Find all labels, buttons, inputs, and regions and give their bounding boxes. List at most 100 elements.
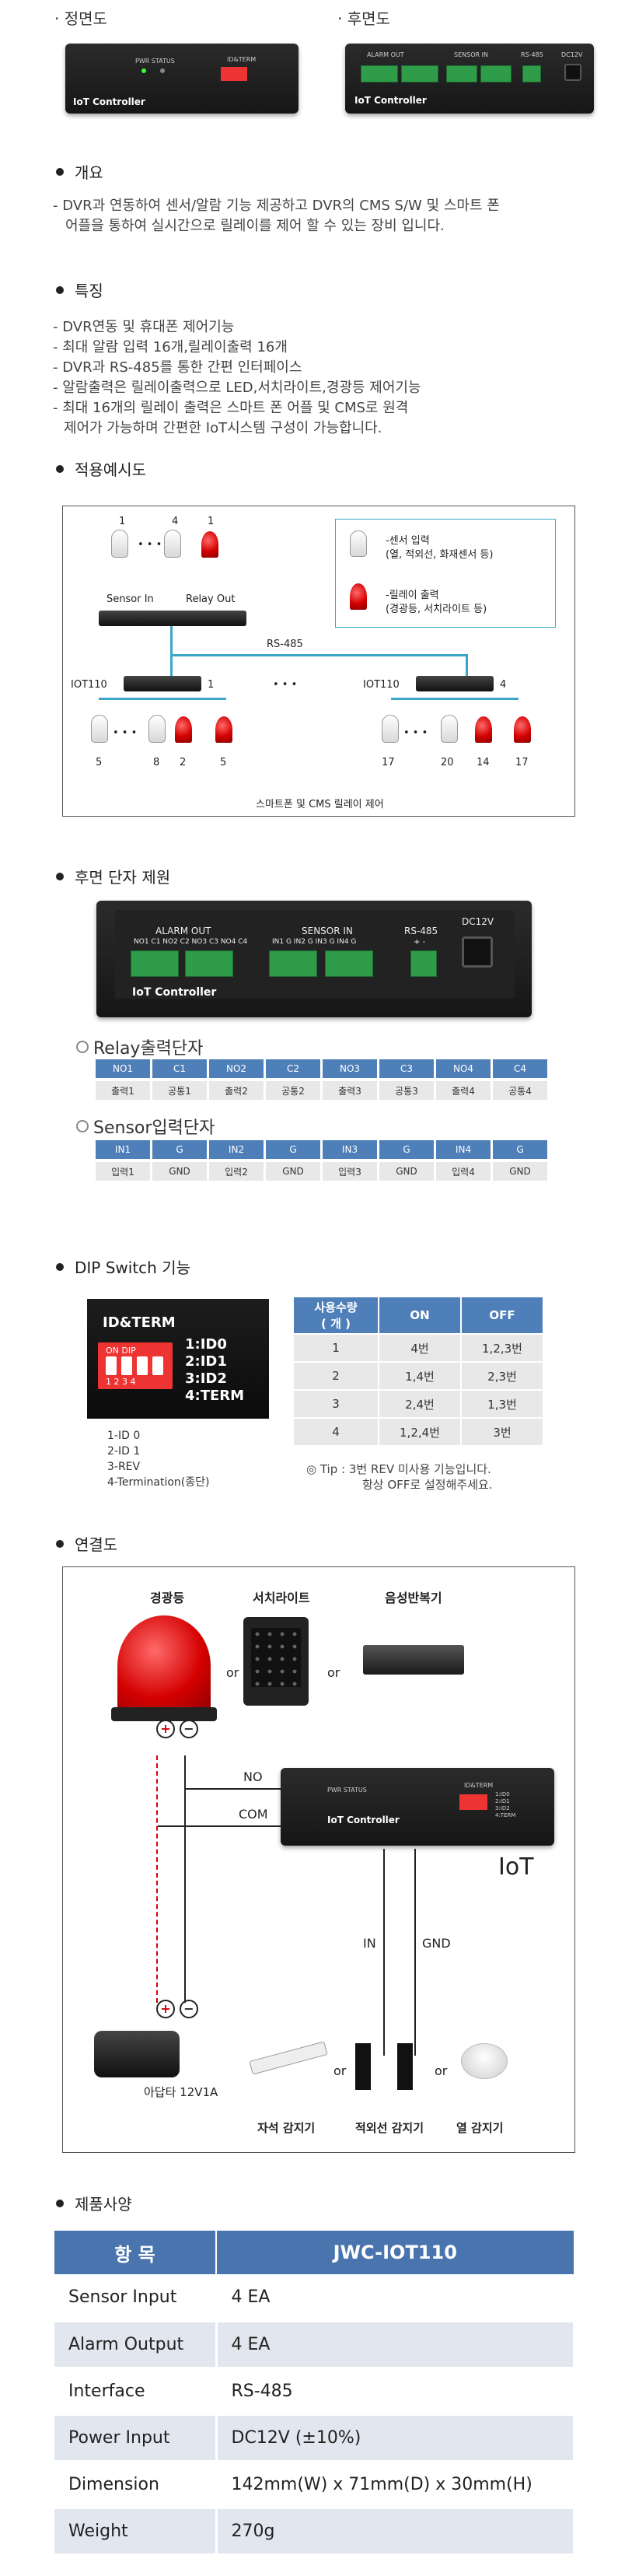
sensor-terminal-table: IN1 G IN2 G IN3 G IN4 G 입력1 GND 입력2 GND … bbox=[93, 1137, 550, 1184]
spec-label: Alarm Output bbox=[54, 2321, 218, 2369]
bullet-icon bbox=[56, 872, 64, 880]
siren-icon bbox=[201, 531, 218, 558]
minus-terminal-icon: − bbox=[180, 2000, 198, 2018]
dvr-device-icon bbox=[99, 611, 246, 626]
adapter-icon bbox=[94, 2031, 180, 2077]
rear-terminal-title: 후면 단자 제원 bbox=[56, 865, 170, 887]
front-device-image: PWR STATUS ID&TERM IoT Controller bbox=[65, 44, 299, 114]
alarm-terminal-block bbox=[185, 950, 233, 977]
spec-value: RS-485 bbox=[216, 2368, 575, 2416]
bullet-icon bbox=[56, 285, 64, 294]
plus-terminal-icon: + bbox=[156, 2000, 175, 2018]
features-title: 특징 bbox=[56, 278, 103, 301]
sensor-icon bbox=[164, 530, 181, 558]
spec-label: Sensor Input bbox=[54, 2274, 218, 2322]
circle-icon bbox=[76, 1120, 89, 1132]
dip-switch-icon bbox=[221, 67, 247, 81]
relay-terminal-table: NO1 C1 NO2 C2 NO3 C3 NO4 C4 출력1 공통1 출력2 … bbox=[93, 1056, 550, 1103]
spec-label: Dimension bbox=[54, 2461, 218, 2509]
sensor-terminal-block bbox=[269, 950, 317, 977]
dip-switch-image: ID&TERM ON DIP 1 2 3 4 1:ID0 2:ID1 3:ID2… bbox=[87, 1299, 269, 1419]
sensor-icon bbox=[382, 715, 399, 743]
iot-device-icon bbox=[124, 676, 201, 691]
alarm-terminal-block bbox=[131, 950, 179, 977]
bullet-icon bbox=[56, 167, 64, 176]
sensor-icon bbox=[350, 530, 367, 557]
sensor-icon bbox=[91, 715, 108, 743]
bullet-icon bbox=[56, 2199, 64, 2207]
feature-item: - DVR과 RS-485를 통한 간편 인터페이스 bbox=[53, 359, 302, 376]
spec-value: 270g bbox=[216, 2508, 575, 2556]
sensor-icon bbox=[111, 530, 128, 558]
dip-tip-1: ◎ Tip : 3번 REV 미사용 기능입니다. bbox=[306, 1462, 491, 1476]
spec-value: 142mm(W) x 71mm(D) x 30mm(H) bbox=[216, 2461, 575, 2509]
siren-icon bbox=[175, 716, 192, 743]
ir-sensor-icon bbox=[355, 2043, 371, 2090]
sensor-terminal-title: Sensor입력단자 bbox=[76, 1114, 215, 1139]
heat-sensor-icon bbox=[461, 2043, 508, 2079]
bullet-icon bbox=[56, 1539, 64, 1548]
siren-icon bbox=[514, 716, 531, 743]
iot-label: IoT bbox=[498, 1853, 534, 1881]
dc-jack-icon bbox=[462, 936, 493, 968]
siren-icon bbox=[350, 583, 367, 610]
spec-title: 제품사양 bbox=[56, 2192, 132, 2214]
rs485-terminal bbox=[522, 65, 541, 82]
spec-label: Weight bbox=[54, 2508, 218, 2556]
sensor-terminal-1 bbox=[446, 65, 477, 82]
ir-sensor-icon bbox=[397, 2043, 413, 2090]
sensor-icon bbox=[441, 715, 458, 743]
searchlight-icon bbox=[243, 1617, 309, 1706]
siren-icon bbox=[215, 716, 232, 743]
overview-text-2: 어플을 통하여 실시간으로 릴레이를 제어 할 수 있는 장비 입니다. bbox=[65, 218, 445, 234]
feature-item: 제어가 가능하며 간편한 IoT시스템 구성이 가능합니다. bbox=[64, 420, 382, 436]
spec-label: Interface bbox=[54, 2368, 218, 2416]
dip-title: DIP Switch 기능 bbox=[56, 1255, 190, 1278]
spec-value: DC12V (±10%) bbox=[216, 2414, 575, 2462]
features-list: - DVR연동 및 휴대폰 제어기능 - 최대 알람 입력 16개,릴레이출력 … bbox=[53, 317, 421, 439]
dip-switch-icon: ON DIP 1 2 3 4 bbox=[98, 1342, 173, 1389]
spec-value: 4 EA bbox=[216, 2321, 575, 2369]
dip-legend: 1-ID 0 2-ID 1 3-REV 4-Termination(종단) bbox=[107, 1430, 210, 1489]
siren-icon bbox=[475, 716, 492, 743]
sensor-icon bbox=[148, 715, 166, 743]
circle-icon bbox=[76, 1041, 89, 1053]
connection-diagram: 경광등 서치라이트 음성반복기 or or + − NO COM + − PWR… bbox=[62, 1566, 575, 2153]
siren-icon bbox=[117, 1615, 211, 1717]
legend-box: -센서 입력 (열, 적외선, 화재센서 등) -릴레이 출력 (경광등, 서치… bbox=[335, 519, 556, 628]
connection-title: 연결도 bbox=[56, 1532, 117, 1555]
feature-item: - DVR연동 및 휴대폰 제어기능 bbox=[53, 319, 235, 335]
status-led-icon bbox=[160, 68, 165, 73]
dc-jack-icon bbox=[564, 64, 581, 81]
rs485-terminal-block bbox=[410, 950, 437, 977]
rear-device-image: ALARM OUT SENSOR IN RS-485 DC12V IoT Con… bbox=[345, 44, 594, 114]
spec-value: 4 EA bbox=[216, 2274, 575, 2322]
feature-item: - 알람출력은 릴레이출력으로 LED,서치라이트,경광등 제어기능 bbox=[53, 380, 421, 396]
feature-item: - 최대 16개의 릴레이 출력은 스마트 폰 어플 및 CMS로 원격 bbox=[53, 400, 409, 416]
application-diagram: 1 4 1 • • • Sensor In Relay Out RS-485 I… bbox=[62, 506, 575, 817]
bullet-icon bbox=[56, 1262, 64, 1271]
sensor-terminal-2 bbox=[480, 65, 512, 82]
magnet-sensor-icon bbox=[249, 2041, 328, 2075]
feature-item: - 최대 알람 입력 16개,릴레이출력 16개 bbox=[53, 339, 288, 355]
overview-title: 개요 bbox=[56, 160, 103, 183]
application-title: 적용예시도 bbox=[56, 457, 146, 480]
overview-text-1: - DVR과 연동하여 센서/알람 기능 제공하고 DVR의 CMS S/W 및… bbox=[53, 198, 500, 214]
minus-terminal-icon: − bbox=[180, 1720, 198, 1738]
iot-controller-icon: PWR STATUS ID&TERM 1:ID0 2:ID1 3:ID2 4:T… bbox=[281, 1768, 554, 1846]
alarm-terminal-1 bbox=[361, 65, 398, 82]
iot-device-icon bbox=[416, 676, 494, 691]
bullet-icon bbox=[56, 464, 64, 473]
spec-label: Power Input bbox=[54, 2414, 218, 2462]
audio-repeater-icon bbox=[363, 1645, 464, 1675]
rear-view-label: · 후면도 bbox=[337, 9, 390, 28]
relay-terminal-title: Relay출력단자 bbox=[76, 1034, 203, 1059]
pwr-led-icon bbox=[141, 68, 146, 73]
application-caption: 스마트폰 및 CMS 릴레이 제어 bbox=[256, 799, 384, 810]
dip-tip-2: 항상 OFF로 설정해주세요. bbox=[362, 1478, 493, 1492]
rear-terminal-device-image: ALARM OUT NO1 C1 NO2 C2 NO3 C3 NO4 C4 SE… bbox=[96, 901, 532, 1017]
dip-switch-icon bbox=[459, 1794, 487, 1810]
front-view-label: · 정면도 bbox=[54, 9, 107, 28]
